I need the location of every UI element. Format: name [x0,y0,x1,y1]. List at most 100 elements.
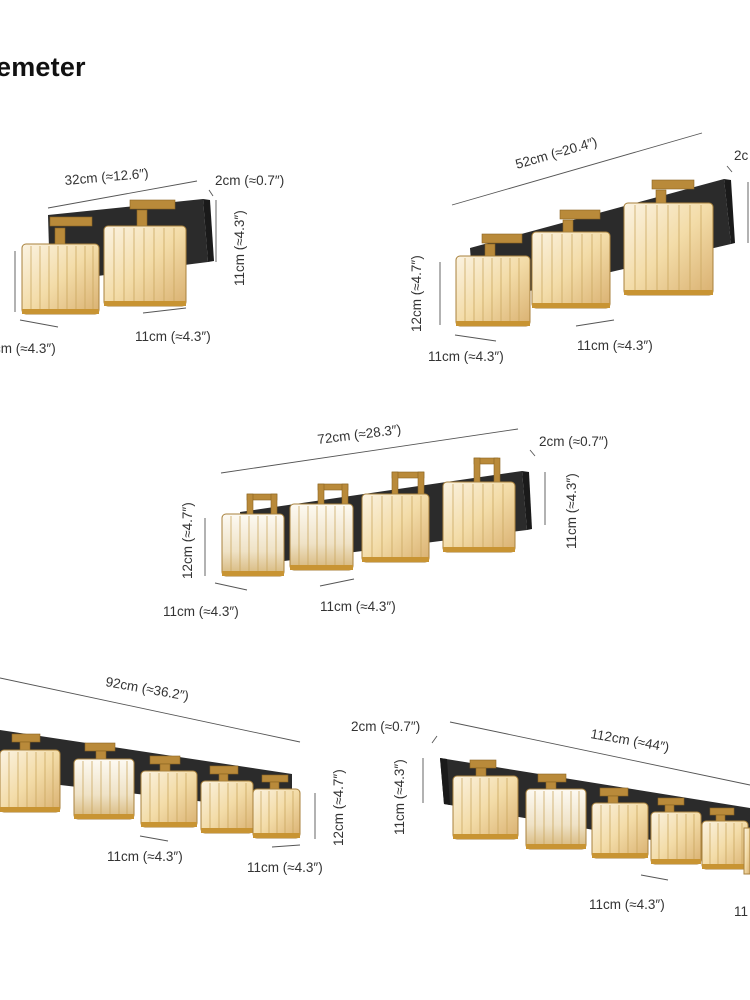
shade-ribs [8,752,54,810]
shade-ribs [658,814,695,862]
shade-ribs [298,506,345,568]
length-dim-line [47,180,198,209]
length-label: 32cm (≈12.6″) [64,166,149,188]
light-4 [200,765,254,834]
shade-width-right-dim-line [640,874,669,881]
length-dim-line [451,132,703,206]
depth-label: 2cm (≈0.7″) [539,434,608,449]
shade-ribs [82,761,128,817]
length-label: 92cm (≈36.2″) [104,674,190,703]
shade-ribs [461,778,508,837]
plate-edge [440,758,450,805]
fixture-two-light: 32cm (≈12.6″) 2cm (≈0.7″) 11cm (≈4.3″) c… [0,166,284,356]
page-title: emeter [0,52,86,82]
shade-rim [456,321,530,326]
length-dim-line [220,428,519,474]
arm [209,765,239,775]
arm-drop-right [270,493,278,517]
arm [709,807,735,816]
fixture-six-light: 112cm (≈44″) 2cm (≈0.7″) 11cm (≈4.3″) 11… [351,719,750,919]
arm [481,233,523,244]
shade-width-right-label: 11cm (≈4.3″) [577,338,653,353]
arm [651,179,695,190]
shade-width-right-label: 11cm (≈4.3″) [589,897,665,912]
shade-rim [453,834,518,839]
plate-height-label: 11cm (≈4.3″) [232,210,247,286]
shade-rim [201,828,253,833]
fixture-five-light: 92cm (≈36.2″) 12cm (≈4.7″) 11cm (≈4.3″) … [0,674,346,875]
light-4 [650,797,702,865]
shade-ribs [149,773,187,825]
shade-rim [0,807,60,812]
length-label: 112cm (≈44″) [589,726,670,755]
depth-label: 2c [734,148,749,163]
fixture-three-light: 52cm (≈20.4″) 2c 12cm (≈4.7″) 11cm (≈4.3… [409,132,749,364]
depth-label: 2cm (≈0.7″) [351,719,420,734]
light-2 [103,199,187,307]
shade-rim [253,833,300,838]
arm [559,209,601,220]
arm-drop-left [391,471,399,497]
crystal-shade [743,827,750,875]
crystal-shade [623,202,714,296]
socket [54,227,66,247]
shade-rim [74,814,134,819]
shade-rim [443,547,515,552]
depth-dim-line [431,735,438,744]
length-dim-line [449,721,750,786]
shade-width-left-label: 11cm (≈4.3″) [428,349,504,364]
shade-ribs [230,516,277,574]
crystal-shade [442,481,516,553]
shade-width-right-label: 11cm (≈4.3″) [135,329,211,344]
shade-width-right-label: 11cm (≈4.3″) [320,599,396,614]
depth-dim-line [726,165,733,173]
light-3 [140,755,198,828]
plate-edge [522,471,532,530]
arm [129,199,176,210]
shade-width-left-dim-line [214,582,248,591]
arm-drop-right [493,457,501,485]
light-2 [531,209,611,309]
light-6 [743,827,750,875]
shade-ribs [371,496,422,560]
crystal-shade [650,811,702,865]
light-5 [701,807,749,870]
shade-rim [222,571,284,576]
length-label: 72cm (≈28.3″) [317,422,402,447]
shade-height-label: 12cm (≈4.7″) [180,502,195,579]
arm [599,787,629,797]
arm-drop-left [473,457,481,485]
plate-edge [203,199,214,262]
shade-ribs [113,228,175,304]
crystal-shade [701,820,749,870]
shade-width-right-dim-line [142,307,187,314]
shade-rim [532,303,610,308]
crystal-shade [531,231,611,309]
shade-rim [104,301,186,306]
shade-ribs [541,234,602,306]
shade-ribs [452,484,504,550]
arm [537,773,567,783]
shade-rim [22,309,99,314]
arm [49,216,93,227]
arm [84,742,116,752]
plate-height-label: 11cm (≈4.3″) [392,759,407,835]
light-1 [455,233,531,327]
arm [657,797,685,806]
crystal-shade [21,243,100,315]
light-1 [21,216,100,315]
shade-rim [362,557,429,562]
light-2 [289,483,354,571]
shade-width-cut-label: 11 [734,904,748,919]
shade-width-left-label: 11cm (≈4.3″) [107,849,183,864]
shade-width-right-dim-line [575,319,615,327]
shade-rim [702,864,748,869]
arm-drop-right [341,483,349,507]
crystal-shade [591,802,649,859]
plate-height-label: 11cm (≈4.3″) [564,473,579,549]
light-1 [221,493,285,577]
plate-edge [724,179,735,244]
light-1 [0,733,61,813]
shade-width-right-label: 11cm (≈4.3″) [247,860,323,875]
